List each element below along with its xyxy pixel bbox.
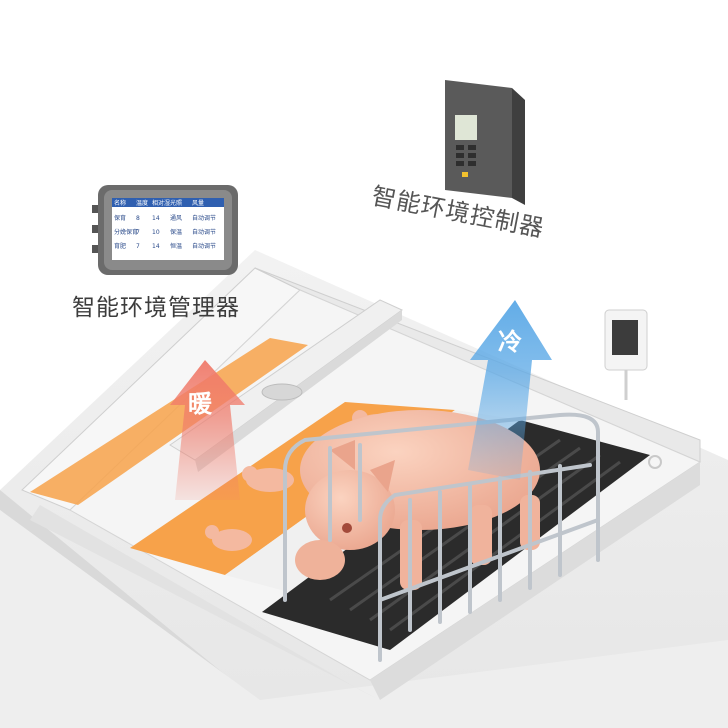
screen-table-cell: 通风 bbox=[170, 214, 182, 222]
feeder-bowl bbox=[261, 383, 303, 401]
screen-table-cell: 保温 bbox=[170, 228, 182, 236]
screen-table-cell: 分娩保育 bbox=[114, 228, 138, 236]
screen-header-cell: 温度 bbox=[136, 199, 148, 207]
screen-table-cell: 自动调节 bbox=[192, 228, 216, 236]
screen-table-cell: 自动调节 bbox=[192, 242, 216, 250]
screen-header-cell: 风量 bbox=[192, 200, 204, 207]
screen-header-cell: 名称 bbox=[114, 199, 126, 207]
screen-table-cell: 7 bbox=[136, 229, 140, 236]
warm-label: 暖 bbox=[188, 390, 212, 418]
screen-table-cell: 8 bbox=[136, 215, 140, 222]
screen-table-cell: 14 bbox=[152, 215, 160, 222]
screen-table-cell: 自动调节 bbox=[192, 214, 216, 222]
screen-table-cell: 10 bbox=[152, 229, 160, 236]
cold-arrow-icon bbox=[468, 300, 552, 480]
screen-table-cell: 7 bbox=[136, 243, 140, 250]
screen-table-cell: 恒温 bbox=[170, 242, 182, 250]
screen-table-cell: 育肥 bbox=[114, 242, 126, 250]
environment-controller-device bbox=[445, 80, 525, 205]
manager-label: 智能环境管理器 bbox=[72, 295, 240, 321]
wall-valve-icon bbox=[648, 455, 662, 469]
heat-pad-back bbox=[30, 338, 308, 505]
piglet-1 bbox=[205, 525, 252, 551]
warm-arrow-icon bbox=[170, 360, 245, 500]
screen-header-cell: 相对湿 bbox=[152, 199, 170, 207]
cold-label: 冷 bbox=[498, 328, 522, 356]
farrowing-crate bbox=[283, 412, 600, 662]
piglet-2 bbox=[242, 466, 294, 492]
temperature-sensor-icon bbox=[604, 309, 648, 400]
screen-table-cell: 保育 bbox=[114, 214, 126, 222]
screen-table-cell: 14 bbox=[152, 243, 160, 250]
screen-header-cell: 光照 bbox=[170, 199, 182, 207]
